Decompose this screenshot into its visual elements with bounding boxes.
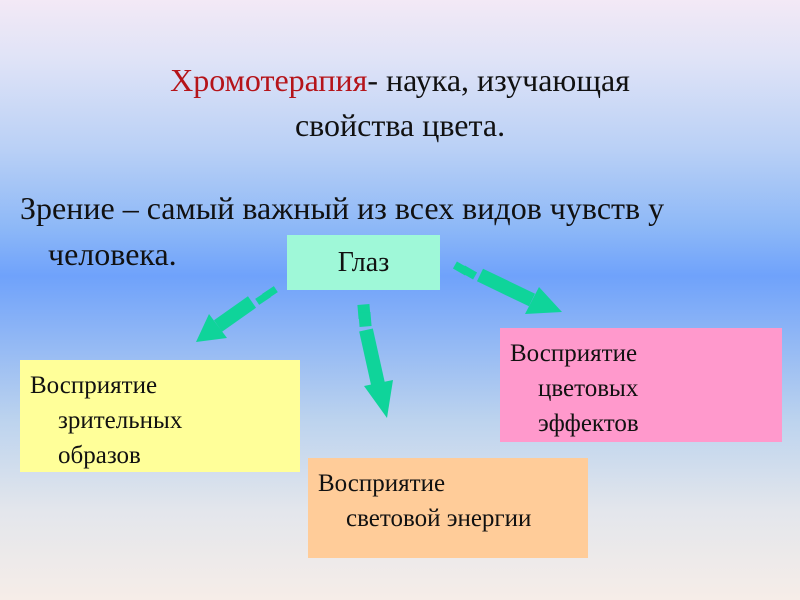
title-text-line2: свойства цвета. xyxy=(294,107,506,143)
arrow-to-light xyxy=(357,304,393,418)
title-accent-term: Хромотерапия xyxy=(170,62,368,98)
visual-perception-box: Восприятие зрительных образов xyxy=(20,360,300,472)
visual-line3: образов xyxy=(58,442,141,469)
slide-title: Хромотерапия- наука, изучающая свойства … xyxy=(0,58,800,148)
eye-label: Глаз xyxy=(337,247,390,278)
light-line2: световой энергии xyxy=(346,505,532,532)
arrow-to-visual xyxy=(196,286,278,342)
light-line1: Восприятие xyxy=(318,470,446,497)
color-line1: Восприятие xyxy=(510,340,638,367)
statement-line1: Зрение – самый важный из всех видов чувс… xyxy=(20,190,665,226)
title-text-line1: - наука, изучающая xyxy=(367,62,630,98)
color-line3: эффектов xyxy=(538,410,639,437)
slide-statement: Зрение – самый важный из всех видов чувс… xyxy=(20,185,780,277)
color-perception-box: Восприятие цветовых эффектов xyxy=(500,328,782,442)
statement-line2: человека. xyxy=(48,236,177,272)
color-line2: цветовых xyxy=(538,375,639,402)
eye-box: Глаз xyxy=(287,235,440,290)
visual-line1: Восприятие xyxy=(30,372,158,399)
light-perception-box: Восприятие световой энергии xyxy=(308,458,588,558)
visual-line2: зрительных xyxy=(58,407,183,434)
